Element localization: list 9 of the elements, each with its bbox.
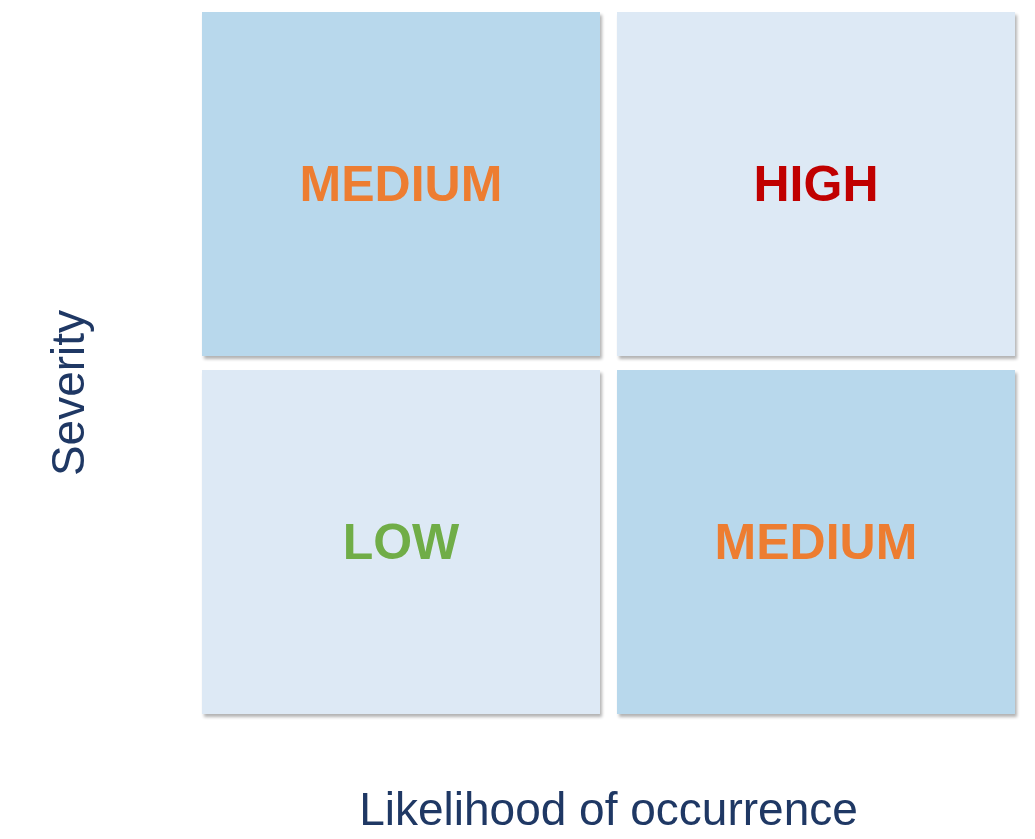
risk-quadrant — [202, 370, 600, 714]
risk-level-label: MEDIUM — [714, 517, 918, 567]
risk-quadrant — [617, 370, 1015, 714]
risk-level-label: LOW — [342, 517, 460, 567]
risk-quadrant — [617, 12, 1015, 356]
risk-level-label: MEDIUM — [299, 159, 503, 209]
risk-quadrant — [202, 12, 600, 356]
axis-title: Likelihood of occurrence — [359, 786, 858, 832]
risk-level-label: HIGH — [753, 159, 879, 209]
